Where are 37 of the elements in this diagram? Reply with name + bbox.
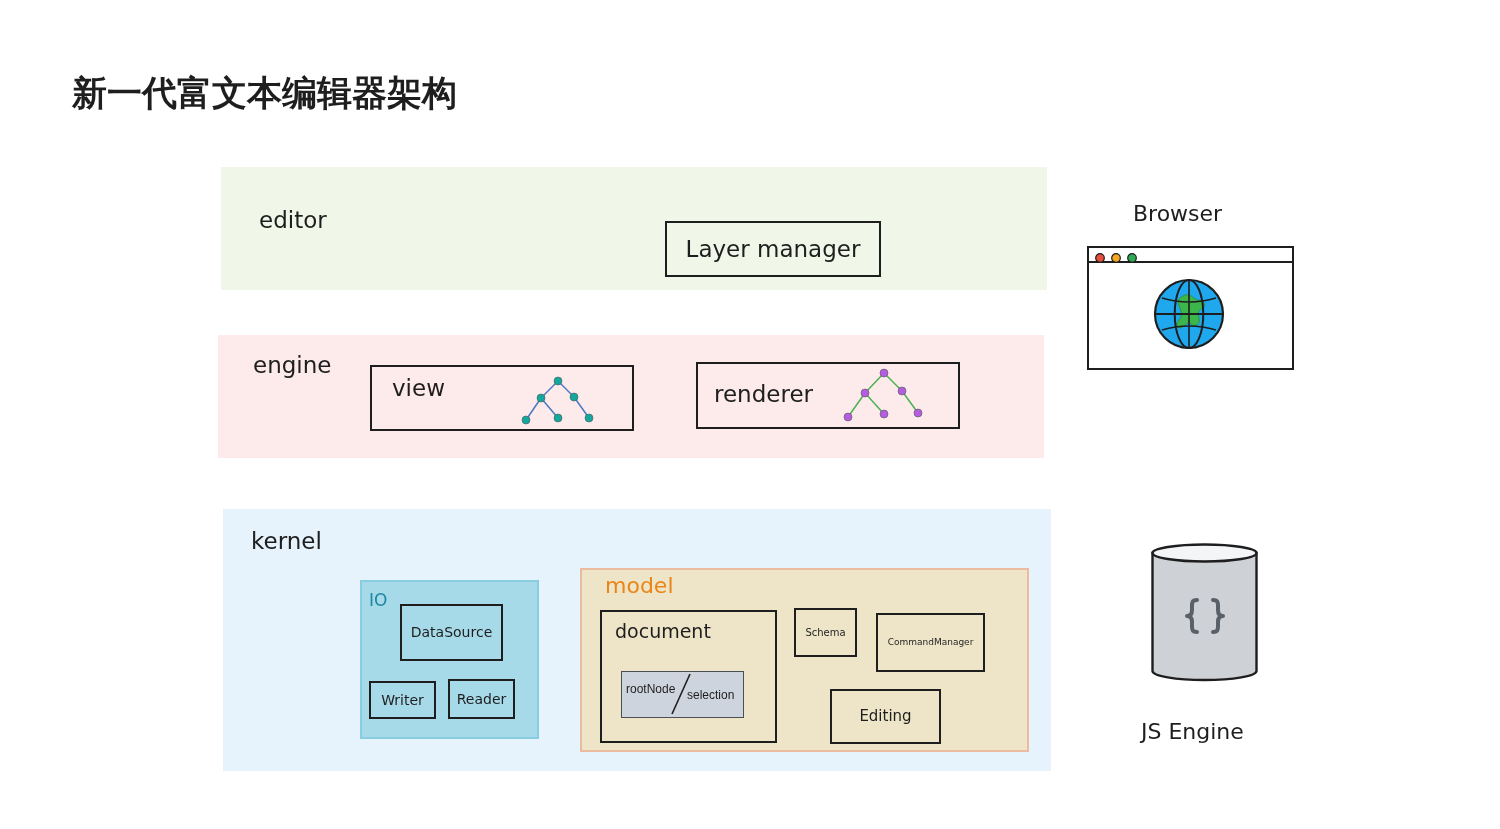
group-box: [360, 580, 539, 739]
band-label: kernel: [251, 528, 322, 555]
box-label: document: [615, 621, 711, 643]
box-label: Layer manager: [685, 235, 861, 263]
group-label: IO: [369, 591, 388, 611]
box-label: rootNode: [626, 683, 676, 697]
group-label: model: [605, 573, 674, 599]
group-box: [580, 568, 1029, 752]
box-label: selection: [687, 689, 735, 703]
layer-band: [223, 509, 1051, 771]
browser-window: [1087, 246, 1294, 370]
module-box: [400, 604, 503, 661]
band-label: engine: [253, 352, 332, 379]
module-box: [600, 610, 777, 743]
layer-band: [221, 167, 1047, 290]
module-box: [794, 608, 857, 657]
data-box: [621, 671, 744, 718]
layer-band: [218, 335, 1044, 458]
box-label: Editing: [859, 707, 912, 726]
module-box: [369, 681, 436, 719]
module-box: [830, 689, 941, 744]
band-label: editor: [259, 207, 327, 234]
box-label: Writer: [381, 691, 424, 709]
box-label: Schema: [805, 626, 846, 639]
module-box: [370, 365, 634, 431]
box-label: Reader: [456, 690, 507, 708]
box-label: view: [392, 375, 445, 402]
box-label: DataSource: [410, 624, 493, 641]
module-box: [876, 613, 985, 672]
module-box: [696, 362, 960, 429]
caption-label: JS Engine: [1141, 719, 1244, 745]
caption-label: Browser: [1133, 201, 1223, 227]
module-box: [665, 221, 881, 277]
box-label: CommandManager: [887, 637, 974, 648]
module-box: [448, 679, 515, 719]
box-label: renderer: [714, 381, 813, 408]
page-title: 新一代富文本编辑器架构: [72, 73, 457, 114]
